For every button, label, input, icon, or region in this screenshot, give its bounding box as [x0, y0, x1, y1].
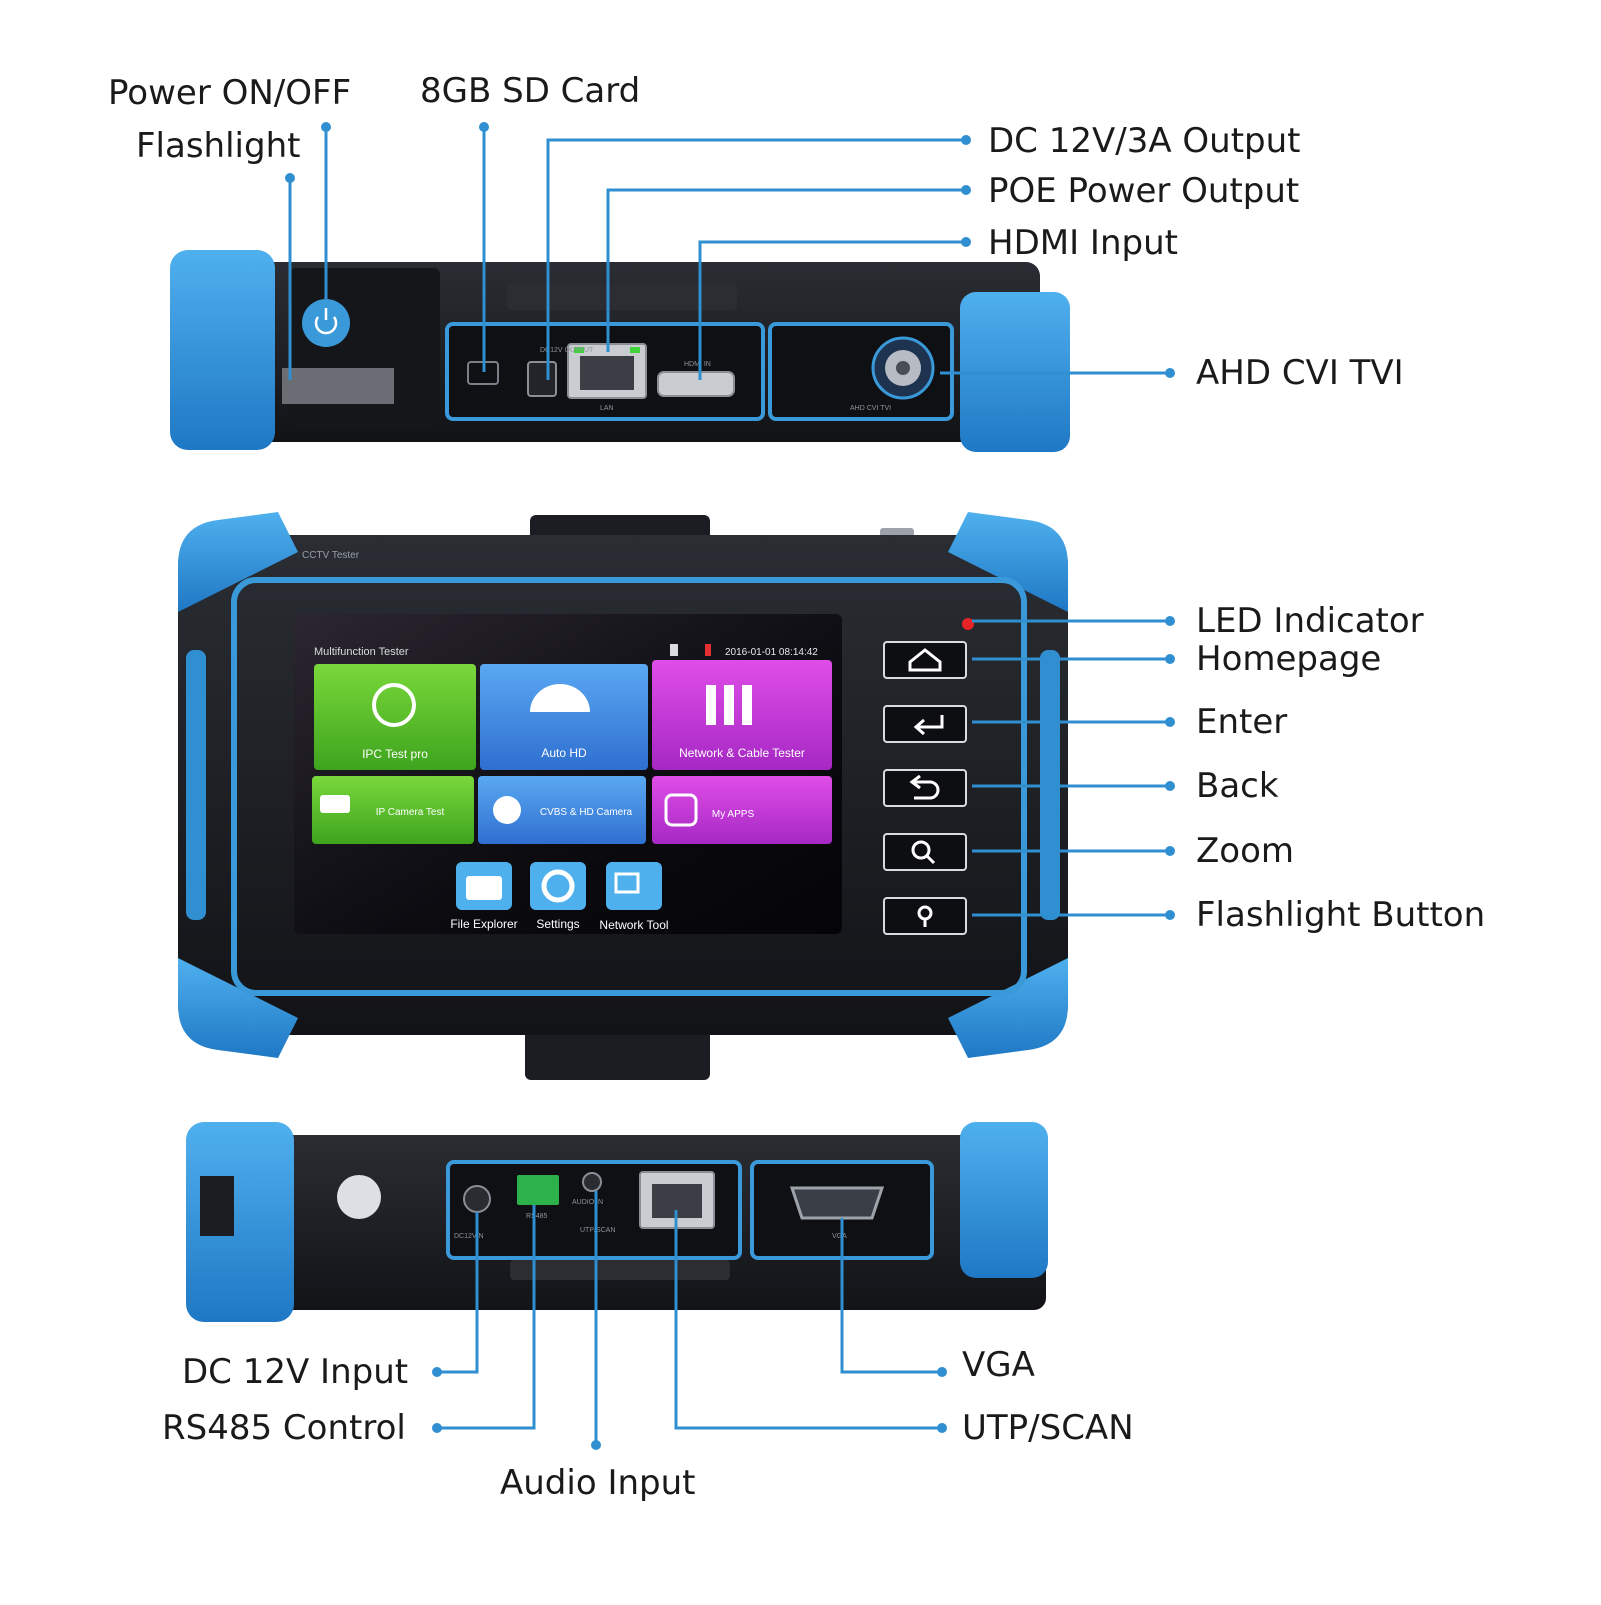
label-rs485: RS485 Control — [162, 1408, 406, 1448]
leader-dots — [285, 122, 1175, 1450]
enter-icon — [913, 715, 944, 736]
vga-port[interactable] — [789, 1186, 885, 1220]
bottom-view: DC12VIN RS485 AUDIO IN UTP/SCAN VGA — [186, 1122, 1048, 1322]
tile-label: CVBS & HD Camera — [540, 807, 633, 818]
bumper-bottom-left — [178, 958, 298, 1058]
tile-label: My APPS — [712, 809, 755, 820]
top-left-bumper — [170, 250, 275, 450]
port-label-rs485: RS485 — [526, 1213, 548, 1220]
zoom-icon — [911, 840, 931, 860]
bumper-bottom-right — [948, 958, 1068, 1058]
port-label-vga: VGA — [832, 1233, 847, 1240]
ip-camera-icon — [320, 795, 350, 813]
label-poe-output: POE Power Output — [988, 171, 1300, 211]
label-back: Back — [1196, 766, 1279, 806]
label-vga: VGA — [962, 1345, 1035, 1385]
label-hdmi-input: HDMI Input — [988, 223, 1178, 263]
front-view: CCTV Tester Multifunction Tester 2016-01… — [178, 512, 1068, 1080]
apps-icon — [664, 793, 698, 827]
label-homepage: Homepage — [1196, 639, 1382, 679]
tile-label: Network & Cable Tester — [679, 746, 805, 760]
tile-label: Auto HD — [541, 746, 587, 760]
cvbs-camera-icon — [493, 796, 521, 824]
port-label-bnc: AHD CVI TVI — [850, 405, 891, 412]
port-label-audio-in: AUDIO IN — [572, 1199, 603, 1206]
dome-camera-icon — [530, 684, 590, 712]
leader-vga — [840, 1218, 942, 1374]
folder-icon — [466, 876, 502, 900]
label-flash-button: Flashlight Button — [1196, 895, 1486, 935]
bumper-top-right — [948, 512, 1068, 612]
home-button[interactable] — [883, 641, 967, 679]
power-icon — [314, 316, 338, 335]
label-audio-input: Audio Input — [500, 1463, 696, 1503]
leader-poe-output — [606, 188, 966, 352]
bottom-right-bumper — [960, 1122, 1048, 1278]
led-indicator — [962, 618, 974, 630]
ce-mark — [337, 1175, 381, 1219]
label-led: LED Indicator — [1196, 601, 1424, 641]
label-dc-input: DC 12V Input — [182, 1352, 409, 1392]
app-label: File Explorer — [450, 917, 517, 931]
screen-datetime: 2016-01-01 08:14:42 — [725, 647, 818, 658]
leader-utp-scan — [674, 1210, 942, 1430]
rs485-terminal[interactable] — [517, 1175, 559, 1205]
enter-button[interactable] — [883, 705, 967, 743]
hand-strap-bottom — [525, 1030, 710, 1080]
flashlight-button[interactable] — [883, 897, 967, 935]
network-icon — [614, 872, 640, 894]
tile-auto-hd[interactable] — [480, 664, 648, 770]
label-zoom: Zoom — [1196, 831, 1295, 871]
zoom-button[interactable] — [883, 833, 967, 871]
tile-ip-camera-test[interactable] — [312, 776, 474, 844]
port-label-utp-scan: UTP/SCAN — [580, 1227, 615, 1234]
tile-my-apps[interactable] — [652, 776, 832, 844]
app-label: Network Tool — [599, 918, 668, 932]
flashlight-lens — [282, 368, 394, 404]
power-button[interactable] — [302, 299, 350, 347]
leader-dc-output — [546, 138, 966, 380]
tile-label: IP Camera Test — [376, 807, 445, 818]
audio-jack[interactable] — [582, 1172, 602, 1192]
network-tool-app[interactable] — [606, 862, 662, 910]
leader-dc-input — [437, 1212, 479, 1374]
dc-input-jack[interactable] — [463, 1185, 491, 1213]
settings-app[interactable] — [530, 862, 586, 910]
back-icon — [909, 774, 940, 800]
strap-loop — [200, 1176, 234, 1236]
port-label-lan: LAN — [600, 405, 614, 412]
tile-ipc-test-pro[interactable] — [314, 664, 476, 770]
bumper-top-left — [178, 512, 298, 612]
dc-output-jack[interactable] — [527, 361, 557, 397]
label-flashlight: Flashlight — [136, 126, 301, 166]
brand-label: CCTV Tester — [302, 550, 360, 561]
port-label-hdmi: HDMI IN — [684, 361, 711, 368]
back-button[interactable] — [883, 769, 967, 807]
tile-label: IPC Test pro — [362, 747, 428, 761]
label-ahd: AHD CVI TVI — [1196, 353, 1404, 393]
screen-title: Multifunction Tester — [314, 646, 409, 658]
leader-rs485 — [437, 1205, 536, 1430]
hdmi-port[interactable] — [657, 371, 735, 397]
top-view: DC12V OUTPUT LAN HDMI IN AHD CVI TVI — [170, 250, 1070, 452]
camera-icon — [372, 683, 416, 727]
cable-tester-icon — [706, 685, 716, 725]
battery-icon — [670, 644, 678, 656]
label-power: Power ON/OFF — [108, 73, 352, 113]
leader-lines — [288, 127, 1170, 1445]
label-enter: Enter — [1196, 702, 1288, 742]
port-label-dc-out: DC12V OUTPUT — [540, 347, 594, 354]
bottom-left-bumper — [186, 1122, 294, 1322]
label-sd-card: 8GB SD Card — [420, 71, 641, 111]
port-label-dc-in: DC12VIN — [454, 1233, 484, 1240]
gear-icon — [541, 869, 575, 903]
app-label: Settings — [536, 917, 579, 931]
home-icon — [908, 648, 942, 672]
label-dc-output: DC 12V/3A Output — [988, 121, 1301, 161]
label-utp-scan: UTP/SCAN — [962, 1408, 1134, 1448]
tile-cvbs-hd-camera[interactable] — [478, 776, 646, 844]
leader-hdmi-input — [698, 240, 966, 380]
